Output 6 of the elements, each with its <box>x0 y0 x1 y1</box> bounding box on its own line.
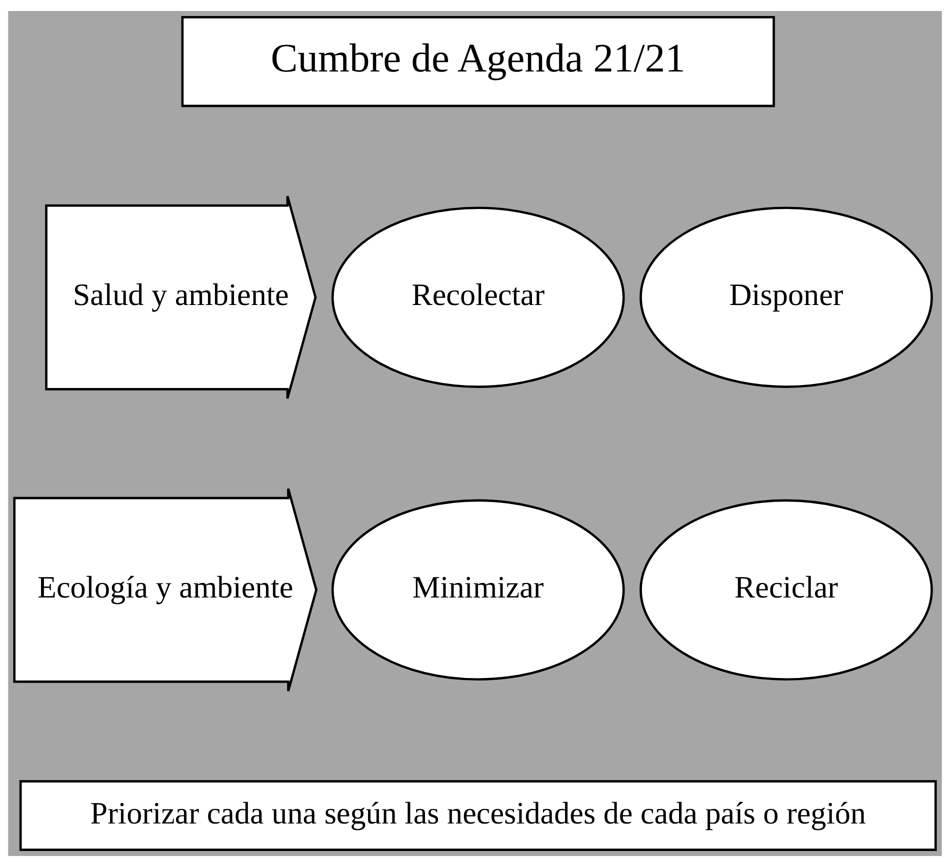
node-ellipse: Recolectar <box>331 206 625 388</box>
node-ellipse: Disponer <box>640 206 933 388</box>
node-box: Priorizar cada una según las necesidades de cada país o región <box>19 780 937 851</box>
node-box: Cumbre de Agenda 21/21 <box>181 16 775 108</box>
node-ellipse: Reciclar <box>640 499 933 681</box>
node-ellipse: Minimizar <box>331 499 625 681</box>
